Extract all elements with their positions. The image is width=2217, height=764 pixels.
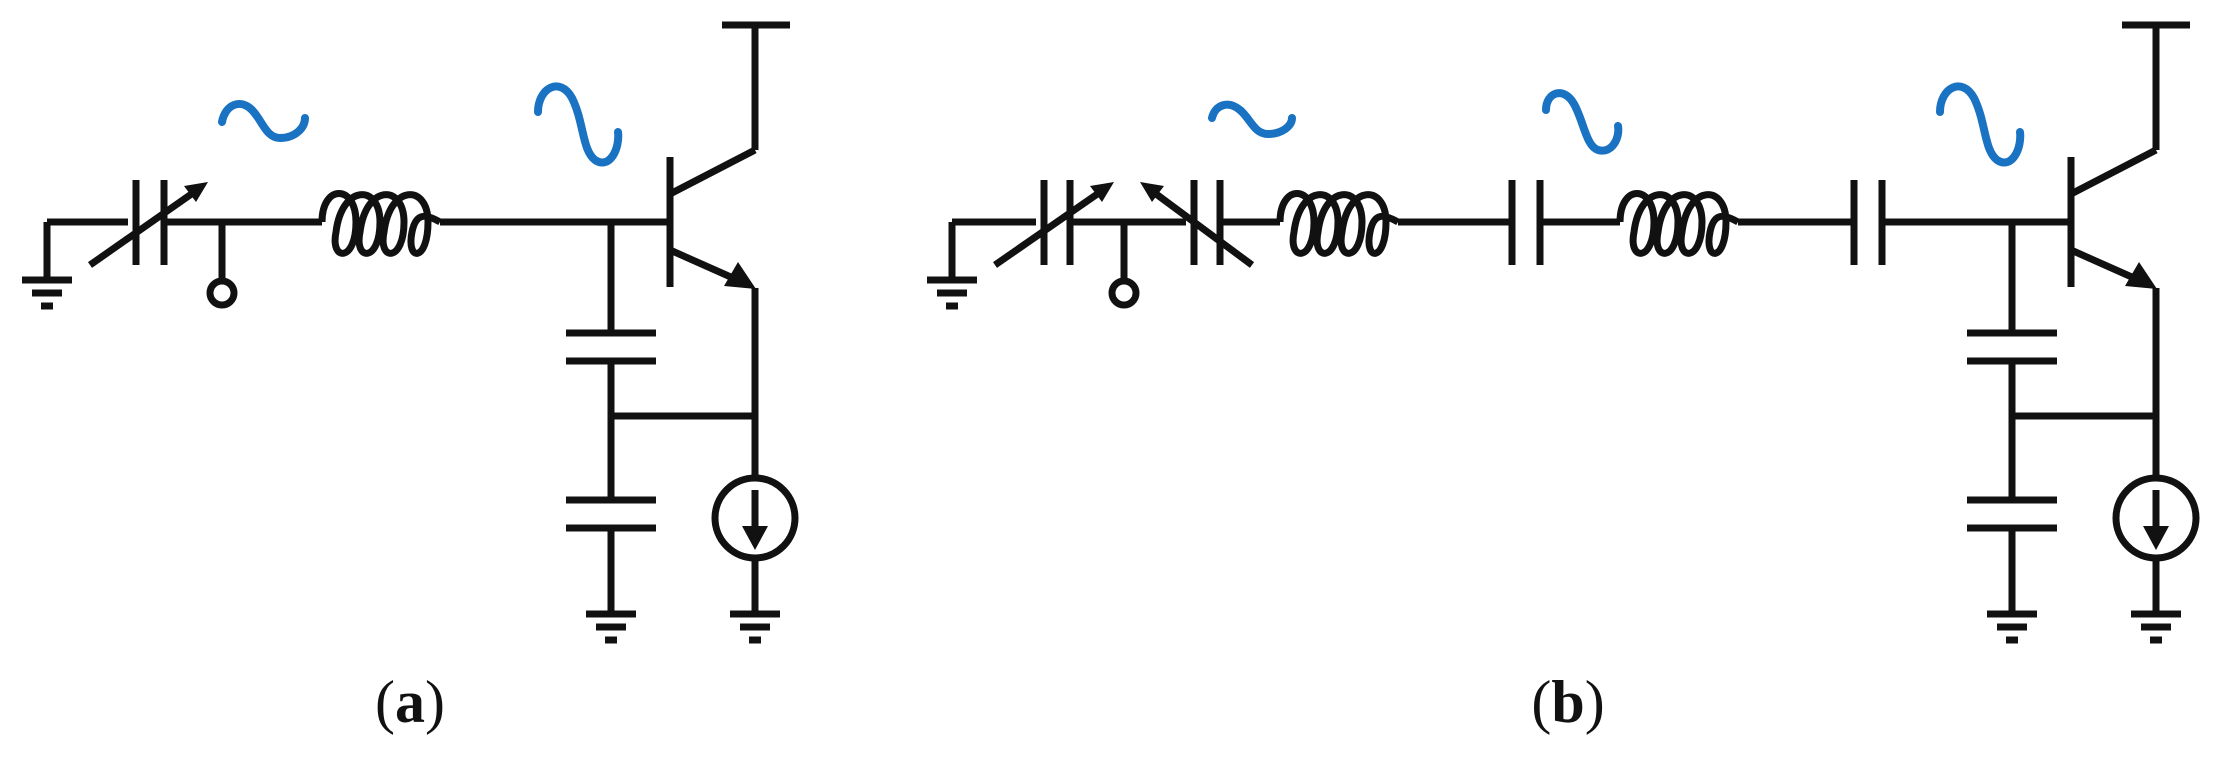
- circuit-a: [22, 21, 795, 640]
- tuning-terminal: [206, 222, 238, 309]
- panel-label-b: (b): [1531, 669, 1604, 735]
- ground-symbol: [22, 222, 72, 306]
- waveform-large-icon: [534, 82, 623, 167]
- waveform-small-icon: [218, 100, 309, 142]
- series-capacitor: [1850, 180, 1886, 265]
- tuning-terminal: [1108, 222, 1140, 309]
- capacitor-c1: [566, 329, 656, 365]
- inductor: [1620, 194, 1738, 254]
- inductor: [1280, 194, 1398, 254]
- ground-symbol: [927, 222, 977, 306]
- waveform-large-icon: [1936, 82, 2025, 167]
- current-source: [715, 478, 795, 558]
- ground-symbol: [2131, 614, 2181, 640]
- circuit-b: [927, 21, 2196, 640]
- ground-symbol: [586, 614, 636, 640]
- waveform-medium-icon: [1542, 89, 1623, 155]
- varactor-capacitor: [87, 180, 208, 268]
- current-source: [2116, 478, 2196, 558]
- bjt-transistor: [670, 150, 756, 289]
- bjt-transistor: [2071, 150, 2157, 289]
- ground-symbol: [1987, 614, 2037, 640]
- waveform-small-icon: [1208, 100, 1296, 138]
- panel-label-a: (a): [375, 669, 445, 735]
- series-capacitor: [1508, 180, 1544, 265]
- capacitor-c2: [1967, 496, 2057, 532]
- capacitor-c2: [566, 496, 656, 532]
- ground-symbol: [730, 614, 780, 640]
- capacitor-c1: [1967, 329, 2057, 365]
- inductor: [322, 194, 440, 254]
